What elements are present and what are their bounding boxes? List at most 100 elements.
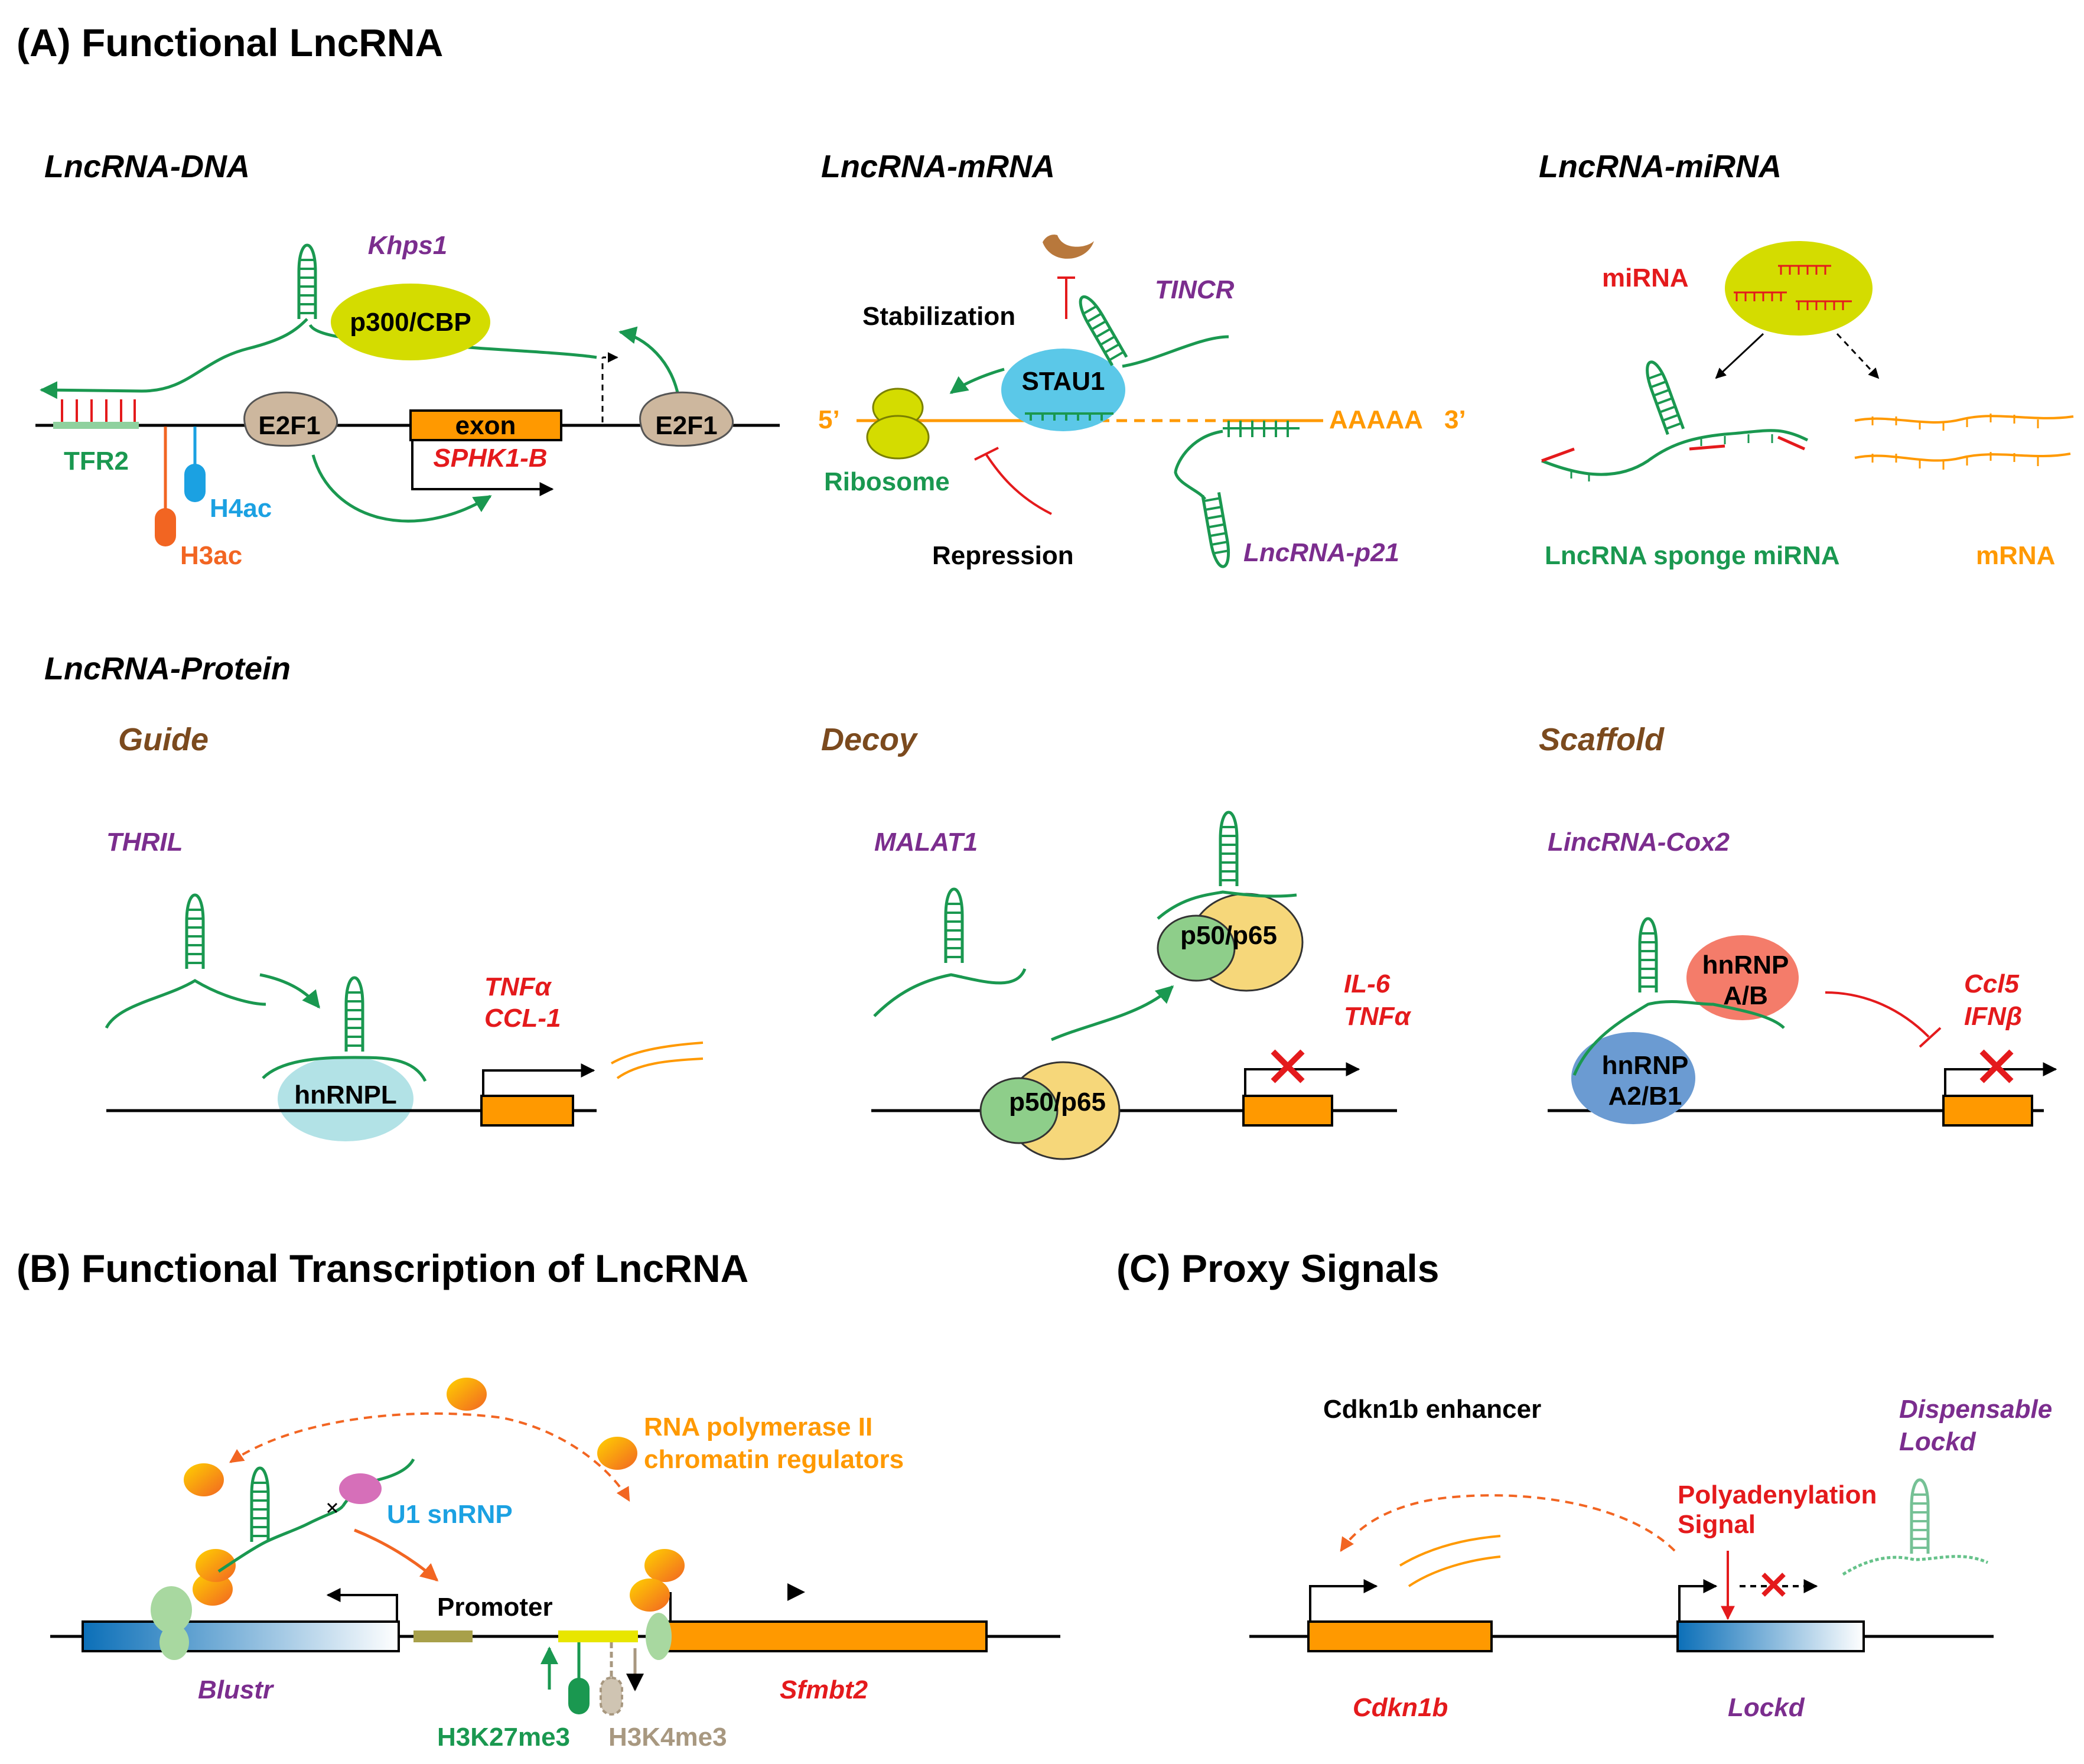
scaffold-repression-arrow — [1825, 991, 1930, 1038]
panel-scaffold: Scaffold LincRNA-Cox2 hnRNP A/B hnRNP A2… — [1539, 722, 2057, 1127]
panel-title-lncrna-dna: LncRNA-DNA — [44, 149, 250, 184]
blustr-gene — [82, 1620, 400, 1652]
lincrna-cox2-hairpin-icon — [1640, 919, 1656, 992]
p50-top — [1157, 914, 1236, 982]
e2f1-left-label: E2F1 — [258, 411, 320, 440]
promoter-element — [413, 1630, 473, 1642]
u1-promoter-arrow — [354, 1528, 439, 1581]
thril-rna-free — [105, 979, 266, 1029]
lincrna-cox2-label: LincRNA-Cox2 — [1548, 828, 1730, 857]
u1-snrnp-icon — [339, 1473, 382, 1504]
lincrna-cox2-rna — [1572, 1000, 1785, 1076]
panel-proxy-signals: Cdkn1b enhancer Dispensable Lockd Cdkn1b… — [1249, 1395, 2052, 1722]
five-prime-label: 5’ — [818, 405, 840, 434]
blustr-label: Blustr — [198, 1675, 275, 1704]
malat1-label: MALAT1 — [874, 828, 978, 857]
polya-label: AAAAA — [1329, 405, 1423, 434]
guide-binding-arrow — [259, 973, 320, 1009]
tincr-rna — [1122, 335, 1229, 368]
sfmbt2-complex-blob — [646, 1613, 672, 1660]
arrow-to-mrna — [1836, 333, 1880, 379]
decoy-gene1: IL-6 — [1344, 969, 1391, 998]
stau1-label: STAU1 — [1022, 367, 1105, 396]
panel-title-lncrna-mirna: LncRNA-miRNA — [1539, 149, 1782, 184]
e2f1-to-sphk1b-arrow — [311, 454, 492, 523]
stabilization-arrow — [949, 367, 1005, 395]
exon-label: exon — [455, 411, 516, 440]
sfmbt2-promoter-element — [558, 1630, 638, 1642]
thril-hairpin-free-icon — [187, 895, 203, 969]
panel-decoy: Decoy MALAT1 p50/p65 p50/p65 IL-6 TNFα — [821, 722, 1412, 1160]
e2f1-right-protein — [639, 391, 734, 447]
lockd-label: Lockd — [1728, 1693, 1805, 1722]
blustr-tss-arrow — [326, 1588, 398, 1622]
khps1-hairpin-icon — [299, 245, 315, 319]
stau1-protein — [1001, 349, 1125, 431]
decoy-protein-top-label: p50/p65 — [1180, 921, 1277, 950]
section-a-title: (A) Functional LncRNA — [17, 21, 443, 64]
arrow-to-sponge — [1715, 333, 1764, 379]
lockd-tss-arrow — [1678, 1579, 1718, 1622]
polII-icon-6 — [644, 1549, 685, 1582]
panel-lncrna-mrna: LncRNA-mRNA 5’ AAAAA 3’ Ribosome STAU1 T… — [818, 149, 1466, 570]
panel-functional-transcription: Blustr Promoter Sfmbt2 RNA polymerase II… — [50, 1378, 1060, 1752]
guide-title: Guide — [118, 722, 209, 757]
decoy-tss-arrow — [1244, 1062, 1360, 1096]
dispensable-label-1: Dispensable — [1899, 1395, 2052, 1424]
hnrnpl-label: hnRNPL — [294, 1080, 397, 1109]
ribosome-large — [866, 415, 930, 460]
sfmbt2-gene — [666, 1620, 988, 1652]
guide-gene1: TNFα — [484, 972, 552, 1001]
decoy-arrow — [1051, 985, 1174, 1042]
guide-gene-box — [480, 1095, 574, 1127]
polII-icon-4 — [447, 1378, 487, 1411]
hnrnp-ab-protein — [1686, 935, 1799, 1020]
scaffold-tss-arrow — [1944, 1062, 2057, 1096]
sponge-lncrna — [1541, 429, 1809, 476]
dispensable-hairpin-icon — [1912, 1480, 1928, 1554]
h4ac-mark — [184, 464, 206, 502]
stabilization-label: Stabilization — [862, 302, 1015, 331]
panel-guide: Guide THRIL hnRNPL TNFα CCL-1 — [105, 722, 704, 1141]
sfmbt2-label: Sfmbt2 — [780, 1675, 868, 1704]
malat1-rna-free — [873, 968, 1027, 1017]
mrna-strand-2 — [1854, 453, 2071, 462]
p50-bottom — [979, 1077, 1059, 1144]
section-b-title: (B) Functional Transcription of LncRNA — [17, 1246, 748, 1290]
u1-label: U1 snRNP — [387, 1500, 513, 1529]
hnrnp-a2b1-protein — [1571, 1032, 1695, 1124]
hnrnp-ab-label-2: A/B — [1723, 981, 1768, 1010]
mirna-duplexes — [1734, 265, 1852, 310]
hnrnp-a2-label-2: A2/B1 — [1608, 1082, 1682, 1111]
cdkn1b-label: Cdkn1b — [1353, 1693, 1448, 1722]
h3k4-label: H3K4me3 — [608, 1723, 727, 1752]
polII-icon-2 — [196, 1549, 236, 1582]
three-prime-label: 3’ — [1444, 405, 1466, 434]
hnrnp-a2-label-1: hnRNP — [1602, 1051, 1689, 1080]
thril-hairpin-bound-icon — [346, 978, 363, 1052]
polII-icon-5 — [597, 1437, 637, 1470]
panel-lncrna-dna: LncRNA-DNA p300/CBP Khps1 E2F1 E2F1 exon… — [35, 149, 780, 570]
malat1-hairpin-free-icon — [946, 889, 962, 963]
thril-label: THRIL — [106, 828, 183, 857]
scaffold-gene-box — [1942, 1095, 2033, 1127]
sponge-label: LncRNA sponge miRNA — [1545, 541, 1840, 570]
repression-arrow — [985, 454, 1052, 515]
h4ac-label: H4ac — [210, 494, 272, 523]
mrna-strand-1 — [1854, 415, 2074, 424]
polya-label-2: Signal — [1678, 1510, 1756, 1539]
sphk1b-tss-arrow — [411, 440, 554, 496]
scaffold-title: Scaffold — [1539, 722, 1665, 757]
repression-label: Repression — [932, 541, 1074, 570]
decoy-protein-bottom-label: p50/p65 — [1009, 1088, 1106, 1117]
hnrnpl-protein — [278, 1056, 413, 1141]
polII-label-1: RNA polymerase II — [644, 1412, 872, 1441]
mirna-mrna-label: mRNA — [1976, 541, 2055, 570]
sphk1b-label: SPHK1-B — [433, 444, 547, 473]
decoy-block-icon — [1271, 1049, 1305, 1083]
h3ac-mark — [155, 508, 176, 546]
scaffold-gene1: Ccl5 — [1964, 969, 2019, 998]
exon-box — [409, 409, 562, 441]
guide-transcripts — [611, 1042, 704, 1079]
